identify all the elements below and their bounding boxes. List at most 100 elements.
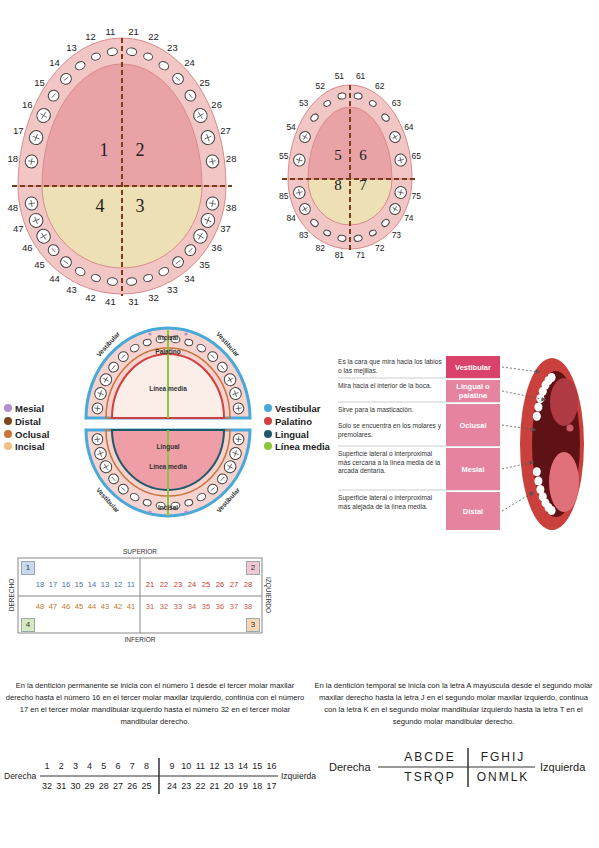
tooth-groove bbox=[301, 205, 309, 213]
tooth-groove bbox=[102, 375, 111, 384]
tooth-number: 44 bbox=[88, 602, 96, 611]
tooth bbox=[394, 153, 408, 167]
tooth-groove bbox=[203, 133, 213, 143]
tooth-number: 11 bbox=[127, 580, 135, 589]
tooth-crown bbox=[368, 229, 377, 237]
tooth bbox=[191, 227, 210, 246]
tooth-crown bbox=[337, 235, 346, 242]
tooth-crown bbox=[142, 499, 151, 507]
tooth bbox=[24, 196, 39, 211]
mouth-tooth bbox=[548, 506, 556, 515]
tooth-crown bbox=[143, 273, 154, 282]
paragraph: En la dentición permanente se inicia con… bbox=[5, 680, 305, 728]
tooth-groove bbox=[226, 462, 235, 471]
tooth-groove bbox=[231, 389, 239, 397]
tooth-groove bbox=[397, 156, 405, 164]
tooth-number: 15 bbox=[75, 580, 83, 589]
tooth-number: 41 bbox=[127, 602, 135, 611]
tongue bbox=[549, 452, 579, 512]
tooth-number: 22 bbox=[160, 580, 168, 589]
quadrant-box: 44847464544434241 bbox=[18, 596, 140, 633]
tooth-crown bbox=[107, 47, 118, 56]
scale-number: 13 bbox=[224, 761, 234, 771]
tooth bbox=[298, 202, 313, 217]
legend-text: Línea media bbox=[275, 441, 330, 452]
leader-line bbox=[502, 492, 534, 511]
surface-name: Mesial bbox=[446, 448, 500, 490]
mouth-tooth bbox=[533, 412, 541, 421]
tooth bbox=[205, 196, 220, 211]
tooth-crown bbox=[74, 60, 86, 71]
tooth-crown bbox=[107, 277, 118, 286]
tooth-crown bbox=[170, 71, 185, 86]
tooth bbox=[354, 92, 363, 99]
tooth-crown bbox=[107, 472, 121, 486]
tooth-crown bbox=[142, 338, 151, 346]
mesial-mark bbox=[184, 510, 187, 513]
tooth-groove bbox=[112, 477, 115, 481]
scale-number: 4 bbox=[87, 761, 92, 771]
scale-letters: ONMLK bbox=[477, 770, 530, 784]
tooth bbox=[58, 255, 73, 270]
quadrant-area: 5 bbox=[328, 145, 348, 165]
scale-number: 32 bbox=[42, 781, 52, 791]
tooth-crown bbox=[183, 88, 198, 103]
quadrant-number: 5 bbox=[328, 145, 348, 165]
description: Superficie lateral o interproximal más c… bbox=[338, 450, 443, 476]
tooth-crown bbox=[129, 343, 140, 353]
quadrant-box: 22122232425262728 bbox=[140, 558, 262, 596]
tooth-number: 85 bbox=[279, 191, 288, 201]
tooth-crown bbox=[34, 106, 53, 125]
tooth-crown bbox=[58, 255, 73, 270]
tooth-groove bbox=[195, 231, 205, 241]
scale-number: 26 bbox=[127, 781, 137, 791]
tooth-number: 37 bbox=[220, 222, 231, 233]
tooth bbox=[98, 459, 114, 475]
tooth-crown bbox=[228, 386, 243, 401]
tooth-crown bbox=[196, 343, 207, 353]
tooth bbox=[233, 402, 245, 414]
tooth-crown bbox=[368, 100, 377, 108]
tooth-crown bbox=[199, 129, 217, 147]
grid-line bbox=[18, 596, 262, 597]
tooth bbox=[46, 88, 61, 103]
tooth-crown bbox=[27, 211, 45, 229]
tooth-crown bbox=[74, 266, 86, 277]
tooth bbox=[143, 273, 154, 282]
mesial-mark bbox=[148, 510, 151, 513]
scale-number: 9 bbox=[169, 761, 174, 771]
scale-number: 25 bbox=[141, 781, 151, 791]
tooth-number: 28 bbox=[226, 152, 237, 163]
tooth-groove bbox=[52, 248, 56, 252]
legend-swatch bbox=[4, 430, 12, 438]
tooth-groove bbox=[203, 215, 213, 225]
legend-text: Mesial bbox=[15, 403, 44, 414]
surface-label: Incisal bbox=[158, 334, 178, 341]
tooth-crown bbox=[394, 185, 408, 199]
scale-divider bbox=[158, 758, 160, 794]
tooth bbox=[142, 338, 151, 346]
tooth-crown bbox=[91, 273, 102, 282]
mouth-cavity bbox=[532, 371, 580, 517]
quadrant-number: 8 bbox=[328, 175, 348, 195]
tooth bbox=[310, 218, 320, 228]
tooth-number: 82 bbox=[315, 243, 324, 253]
tooth bbox=[107, 360, 121, 374]
tooth-crown bbox=[381, 218, 391, 228]
tooth bbox=[170, 71, 185, 86]
scale-number: 10 bbox=[181, 761, 191, 771]
tooth bbox=[388, 202, 403, 217]
tooth-number: 42 bbox=[114, 602, 122, 611]
tooth bbox=[228, 446, 243, 461]
tooth bbox=[228, 386, 243, 401]
tooth-groove bbox=[397, 189, 405, 197]
tooth-number: 61 bbox=[356, 71, 365, 81]
tooth bbox=[184, 499, 193, 507]
scale-number: 5 bbox=[101, 761, 106, 771]
tooth-groove bbox=[235, 436, 242, 443]
tooth-crown bbox=[205, 196, 220, 211]
tooth-groove bbox=[295, 189, 303, 197]
tooth-crown bbox=[98, 372, 114, 388]
tooth-number: 65 bbox=[412, 151, 421, 161]
tooth bbox=[143, 52, 154, 61]
